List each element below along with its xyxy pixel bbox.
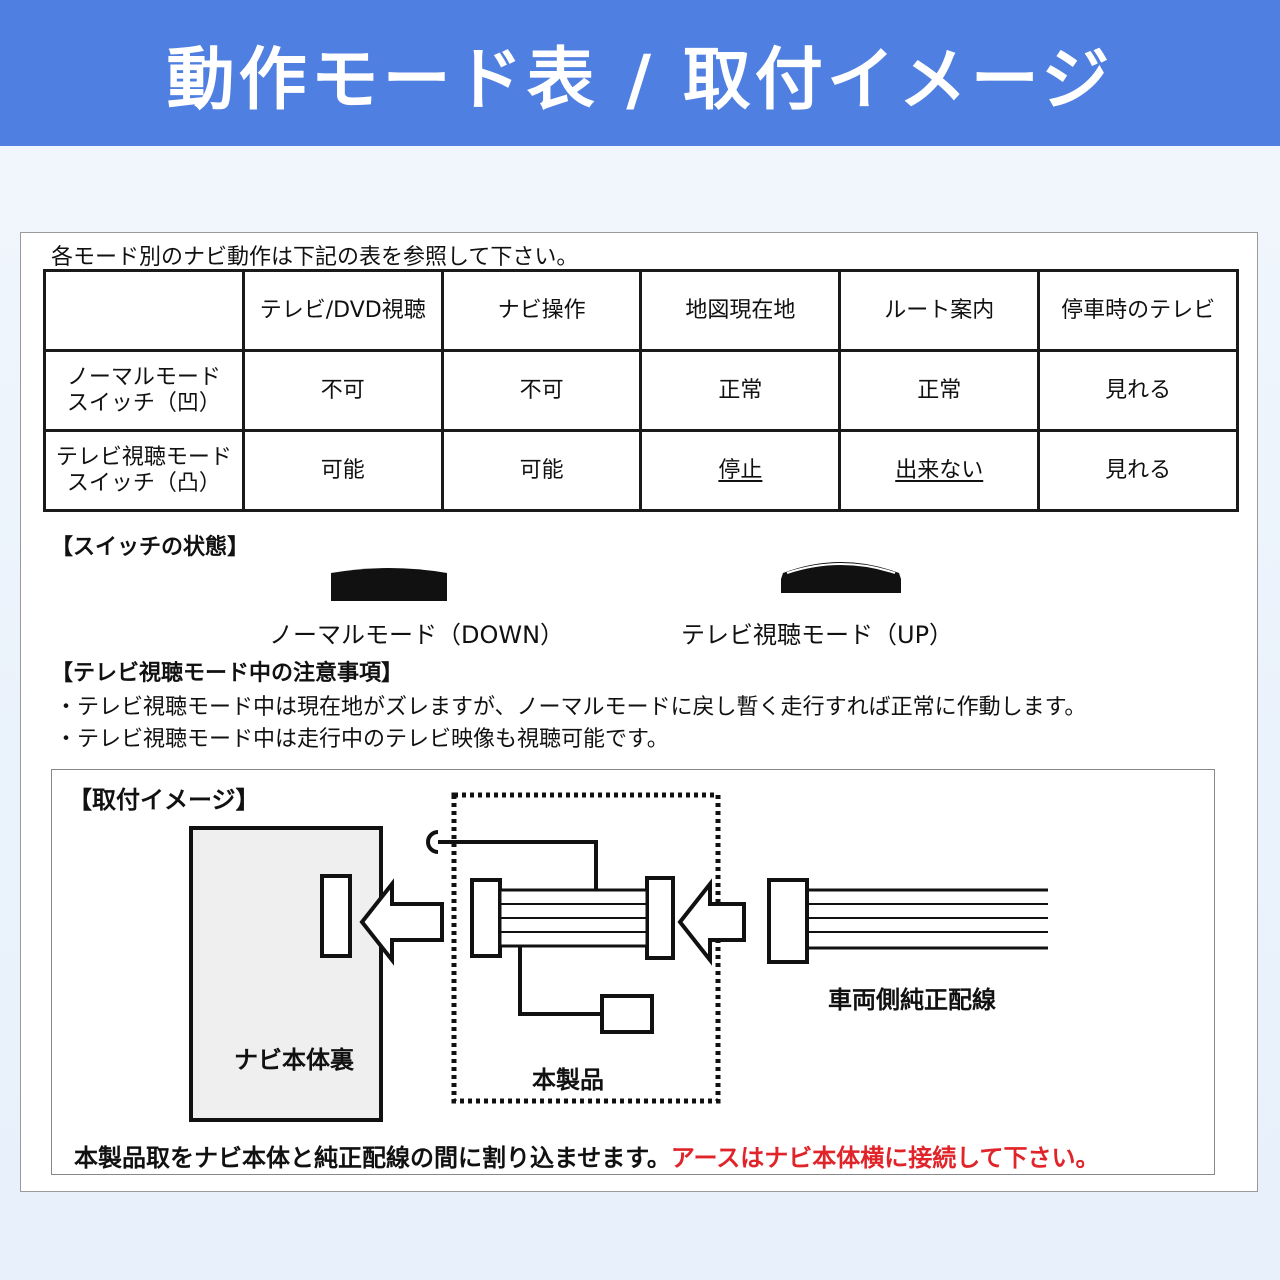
table-cell: 見れる <box>1037 349 1239 432</box>
table-header-cell <box>43 269 245 352</box>
page-title: 動作モード表 / 取付イメージ <box>166 40 1114 120</box>
navi-unit-shape <box>189 826 383 1122</box>
install-image-box: 【取付イメージ】 <box>51 769 1215 1175</box>
arrow-to-navi-icon <box>359 878 444 966</box>
ground-warning-text: アースはナビ本体横に接続して下さい。 <box>670 1144 1100 1172</box>
table-row: テレビ視聴モード スイッチ（凸） 可能 可能 停止 出来ない 見れる <box>43 429 1239 512</box>
table-cell: 可能 <box>241 429 444 512</box>
table-header-row: テレビ/DVD視聴 ナビ操作 地図現在地 ルート案内 停車時のテレビ <box>43 269 1239 352</box>
row-label-line: ノーマルモード <box>66 365 221 391</box>
table-header-cell: 停車時のテレビ <box>1037 269 1239 352</box>
product-boundary-shape <box>451 792 721 1104</box>
notes-heading: 【テレビ視聴モード中の注意事項】 <box>51 661 404 686</box>
row-label-tv: テレビ視聴モード スイッチ（凸） <box>43 429 245 512</box>
switch-heading: 【スイッチの状態】 <box>51 535 250 560</box>
table-cell: 不可 <box>241 349 444 432</box>
ground-hook-icon <box>426 830 439 854</box>
intro-text: 各モード別のナビ動作は下記の表を参照して下さい。 <box>51 245 579 270</box>
content-card: 各モード別のナビ動作は下記の表を参照して下さい。 テレビ/DVD視聴 ナビ操作 … <box>20 232 1258 1192</box>
table-header-cell: テレビ/DVD視聴 <box>241 269 444 352</box>
row-label-line: テレビ視聴モード <box>55 445 232 471</box>
install-instruction-text: 本製品取をナビ本体と純正配線の間に割り込ませます。 <box>74 1144 671 1172</box>
vehicle-wiring-label: 車両側純正配線 <box>828 986 996 1014</box>
row-label-line: スイッチ（凹） <box>66 390 221 416</box>
arrow-to-product-icon <box>677 878 746 966</box>
row-label-normal: ノーマルモード スイッチ（凹） <box>43 349 245 432</box>
normal-mode-caption: ノーマルモード（DOWN） <box>269 621 565 649</box>
underlined-value: 出来ない <box>895 457 984 483</box>
row-label-line: スイッチ（凸） <box>66 470 221 496</box>
table-cell: 出来ない <box>838 429 1041 512</box>
ground-wire-shape <box>438 840 598 890</box>
table-cell: 停止 <box>639 429 842 512</box>
navi-connector-shape <box>320 874 352 958</box>
product-left-connector-shape <box>470 878 502 958</box>
switch-down-illustration <box>331 568 447 601</box>
vehicle-connector-shape <box>767 878 809 964</box>
switch-box-shape <box>600 994 654 1034</box>
underlined-value: 停止 <box>718 457 763 483</box>
install-diagram <box>189 792 1048 1122</box>
switch-down-shape <box>331 568 447 601</box>
table-row: ノーマルモード スイッチ（凹） 不可 不可 正常 正常 見れる <box>43 349 1239 432</box>
install-heading: 【取付イメージ】 <box>68 786 260 814</box>
note-item: ・テレビ視聴モード中は現在地がズレますが、ノーマルモードに戻し暫く走行すれば正常… <box>55 695 1087 720</box>
title-banner: 動作モード表 / 取付イメージ <box>0 0 1280 146</box>
table-cell: 正常 <box>639 349 842 432</box>
switch-up-illustration <box>781 562 901 593</box>
table-cell: 不可 <box>440 349 643 432</box>
table-cell: 可能 <box>440 429 643 512</box>
switch-wire-shape <box>518 946 602 1016</box>
note-item: ・テレビ視聴モード中は走行中のテレビ映像も視聴可能です。 <box>55 727 669 752</box>
mode-table: テレビ/DVD視聴 ナビ操作 地図現在地 ルート案内 停車時のテレビ ノーマルモ… <box>43 269 1239 512</box>
switch-up-highlight <box>786 563 896 574</box>
product-label: 本製品 <box>532 1066 604 1094</box>
table-header-cell: ナビ操作 <box>440 269 643 352</box>
table-header-cell: ルート案内 <box>838 269 1041 352</box>
table-cell: 正常 <box>838 349 1041 432</box>
table-cell: 見れる <box>1037 429 1239 512</box>
tv-mode-caption: テレビ視聴モード（UP） <box>681 621 954 649</box>
install-instruction: 本製品取をナビ本体と純正配線の間に割り込ませます。アースはナビ本体横に接続して下… <box>74 1138 1100 1173</box>
product-right-connector-shape <box>645 876 675 960</box>
table-header-cell: 地図現在地 <box>639 269 842 352</box>
navi-label: ナビ本体裏 <box>234 1046 354 1074</box>
switch-up-shape <box>781 562 901 593</box>
